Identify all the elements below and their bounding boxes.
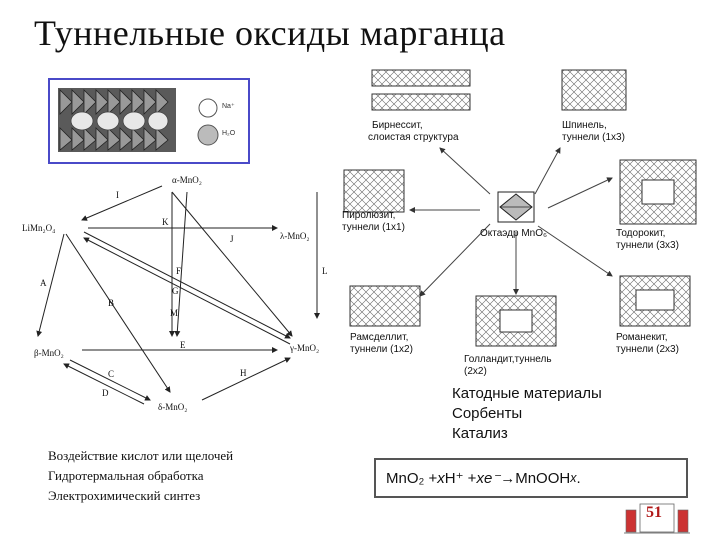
alpha-mno2-label: α-MnO₂ — [172, 175, 202, 185]
method-item: Электрохимический синтез — [48, 488, 201, 503]
hollandite-sublabel: (2x2) — [464, 366, 487, 377]
water-legend-label: H₂O — [222, 130, 236, 137]
layered-structure-image: Na⁺ H₂O — [48, 78, 250, 164]
page-title: Туннельные оксиды марганца — [34, 13, 506, 53]
todorokite-label: Тодорокит, — [616, 228, 665, 239]
equation-product: MnOOH — [515, 469, 571, 487]
application-item: Сорбенты — [452, 405, 523, 422]
ion-legend-label: Na⁺ — [222, 103, 235, 110]
birnessite-structure-icon — [371, 69, 471, 111]
arrow-label-i: I — [116, 190, 119, 200]
arrow-label-l: L — [322, 266, 328, 276]
arrow-label-a: A — [40, 278, 47, 288]
equation-arrow: → — [500, 469, 516, 487]
equation-h: H⁺ + — [444, 470, 477, 487]
arrow-label-g: G — [172, 286, 179, 296]
arrow-label-j: J — [230, 234, 234, 244]
romanechite-label: Романекит, — [616, 332, 668, 343]
mno6-octahedron-icon — [497, 191, 535, 223]
spinel-structure-icon — [561, 69, 627, 111]
delta-mno2-label: δ-MnO₂ — [158, 402, 187, 412]
tunnel-structure-network: Октаэдр MnO₆ Бирнессит, слоистая структу… — [342, 69, 697, 377]
university-logo-icon — [624, 503, 690, 534]
arrow-label-h: H — [240, 368, 247, 378]
birnessite-label: Бирнессит, — [372, 120, 423, 131]
hollandite-structure-icon — [475, 295, 557, 347]
limn2o4-label: LiMn₂O₄ — [22, 223, 55, 233]
equation-x2: x — [476, 469, 484, 487]
equation-product-sub: x — [570, 471, 577, 485]
ramsdellite-label: Рамсделлит, — [350, 332, 408, 343]
spinel-sublabel: туннели (1x3) — [562, 132, 625, 143]
romanechite-sublabel: туннели (2x3) — [616, 344, 679, 355]
arrow-label-d: D — [102, 388, 109, 398]
application-item: Катализ — [452, 425, 508, 442]
slide-number: 51 — [646, 504, 662, 521]
ramsdellite-structure-icon — [349, 285, 421, 327]
applications-list: Катодные материалы Сорбенты Катализ — [452, 384, 602, 444]
equation-tail: . — [576, 469, 581, 487]
arrow-label-c: C — [108, 369, 114, 379]
hollandite-label: Голландит,туннель — [464, 354, 552, 365]
pyrolusite-sublabel: туннели (1x1) — [342, 222, 405, 233]
romanechite-structure-icon — [619, 275, 691, 327]
pyrolusite-label: Пиролюзит, — [342, 210, 395, 221]
reaction-equation: MnO₂ + x H⁺ + x e⁻ → MnOOH x . — [374, 458, 688, 498]
equation-electron: e⁻ — [483, 470, 501, 487]
arrow-label-b: B — [108, 298, 114, 308]
mno6-octahedron-label: Октаэдр MnO₆ — [480, 228, 547, 239]
gamma-mno2-label: γ-MnO₂ — [289, 343, 319, 353]
beta-mno2-label: β-MnO₂ — [34, 348, 64, 358]
equation-lhs: MnO₂ + — [386, 469, 438, 487]
lambda-mno2-label: λ-MnO₂ — [280, 231, 310, 241]
application-item: Катодные материалы — [452, 385, 602, 402]
spinel-label: Шпинель, — [562, 120, 607, 131]
todorokite-sublabel: туннели (3x3) — [616, 240, 679, 251]
arrow-label-f: F — [176, 266, 181, 276]
pyrolusite-structure-icon — [343, 169, 405, 213]
equation-x1: x — [437, 469, 445, 487]
ramsdellite-sublabel: туннели (1x2) — [350, 344, 413, 355]
synthesis-methods-list: Воздействие кислот или щелочей Гидротерм… — [48, 446, 233, 506]
arrow-label-e: E — [180, 340, 186, 350]
method-item: Гидротермальная обработка — [48, 468, 204, 483]
arrow-label-k: K — [162, 217, 169, 227]
method-item: Воздействие кислот или щелочей — [48, 448, 234, 463]
todorokite-structure-icon — [619, 159, 697, 225]
birnessite-sublabel: слоистая структура — [368, 132, 459, 143]
arrow-label-m: M — [170, 308, 178, 318]
transformation-scheme: α-MnO₂ LiMn₂O₄ λ-MnO₂ β-MnO₂ γ-MnO₂ δ-Mn… — [22, 175, 328, 412]
